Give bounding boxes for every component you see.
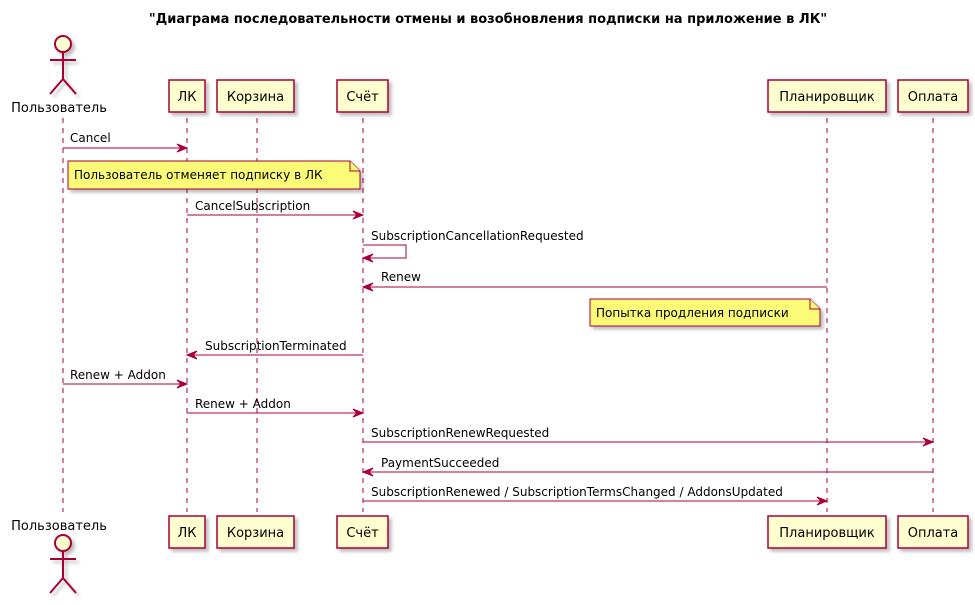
- message-label: SubscriptionRenewed / SubscriptionTermsC…: [371, 485, 783, 499]
- participant-scheduler-bottom: Планировщик: [767, 515, 887, 549]
- message-label: Renew + Addon: [195, 397, 291, 411]
- message-renew-scheduler: Renew: [361, 270, 827, 292]
- note-user-cancels: Пользователь отменяет подписку в ЛК: [67, 160, 361, 190]
- participant-label: Счёт: [346, 526, 379, 541]
- message-arrow: [363, 244, 407, 259]
- participant-label: Корзина: [227, 90, 284, 105]
- actor-label: Пользователь: [11, 519, 107, 534]
- participant-box: [336, 79, 389, 113]
- message-label: Renew + Addon: [70, 368, 166, 382]
- participant-scheduler-top: Планировщик: [767, 79, 887, 113]
- participant-box: [216, 79, 295, 113]
- note-text: Попытка продления подписки: [596, 306, 789, 320]
- arrow-head: [816, 496, 829, 506]
- diagram-title: "Диаграма последовательности отмены и во…: [149, 12, 827, 27]
- actor-head: [54, 35, 72, 53]
- participant-label: Счёт: [346, 90, 379, 105]
- arrow-head: [361, 253, 374, 263]
- participant-invoice-bottom: Счёт: [336, 515, 389, 549]
- note-renew-attempt: Попытка продления подписки: [589, 298, 821, 327]
- note-box: [67, 160, 361, 190]
- message-label: Cancel: [70, 131, 111, 145]
- participant-box: [168, 515, 206, 549]
- participant-lk-top: ЛК: [168, 79, 206, 113]
- participant-label: Корзина: [227, 526, 284, 541]
- arrow-head: [922, 437, 935, 447]
- message-subscription-renewed: SubscriptionRenewed / SubscriptionTermsC…: [363, 485, 829, 506]
- message-renew-addon-user: Renew + Addon: [63, 368, 189, 389]
- message-label: PaymentSucceeded: [381, 456, 499, 470]
- participant-label: ЛК: [177, 526, 196, 541]
- note-text: Пользователь отменяет подписку в ЛК: [74, 168, 323, 182]
- participant-payment-top: Оплата: [897, 79, 969, 113]
- message-payment-succeeded: PaymentSucceeded: [361, 456, 933, 477]
- participant-box: [216, 515, 295, 549]
- participant-box: [336, 515, 389, 549]
- participant-label: Планировщик: [779, 90, 875, 105]
- participant-payment-bottom: Оплата: [897, 515, 969, 549]
- note-fold: [349, 161, 360, 172]
- participant-cart-top: Корзина: [216, 79, 295, 113]
- message-label: Renew: [381, 270, 421, 284]
- participant-label: Оплата: [908, 526, 959, 541]
- participant-cart-bottom: Корзина: [216, 515, 295, 549]
- arrow-head: [185, 350, 198, 360]
- arrow-head: [352, 210, 365, 220]
- message-renew-requested: SubscriptionRenewRequested: [363, 426, 935, 447]
- actor-head: [54, 534, 72, 552]
- participant-invoice-top: Счёт: [336, 79, 389, 113]
- participant-lk-bottom: ЛК: [168, 515, 206, 549]
- arrow-head: [361, 282, 374, 292]
- actor-label: Пользователь: [11, 101, 107, 116]
- participant-label: ЛК: [177, 90, 196, 105]
- note-box: [589, 298, 821, 327]
- message-renew-addon-lk: Renew + Addon: [187, 397, 365, 418]
- message-label: SubscriptionRenewRequested: [371, 426, 549, 440]
- message-cancellation-requested: SubscriptionCancellationRequested: [361, 229, 584, 263]
- participant-box: [897, 515, 969, 549]
- participant-box: [168, 79, 206, 113]
- arrow-head: [352, 408, 365, 418]
- actor-user-top: Пользователь: [11, 35, 107, 116]
- participant-label: Оплата: [908, 90, 959, 105]
- arrow-head: [176, 143, 189, 153]
- message-label: SubscriptionTerminated: [205, 339, 347, 353]
- message-cancel: Cancel: [63, 131, 189, 153]
- message-subscription-terminated: SubscriptionTerminated: [185, 339, 363, 360]
- participant-box: [767, 79, 887, 113]
- participant-label: Планировщик: [779, 526, 875, 541]
- participant-box: [897, 79, 969, 113]
- note-fold: [809, 299, 820, 310]
- actor-body: [49, 52, 77, 95]
- arrow-head: [176, 379, 189, 389]
- message-label: SubscriptionCancellationRequested: [371, 229, 584, 243]
- actor-user-bottom: Пользователь: [11, 519, 107, 594]
- message-cancel-subscription: CancelSubscription: [187, 199, 365, 220]
- message-label: CancelSubscription: [195, 199, 310, 213]
- actor-body: [49, 551, 77, 594]
- participant-box: [767, 515, 887, 549]
- arrow-head: [361, 467, 374, 477]
